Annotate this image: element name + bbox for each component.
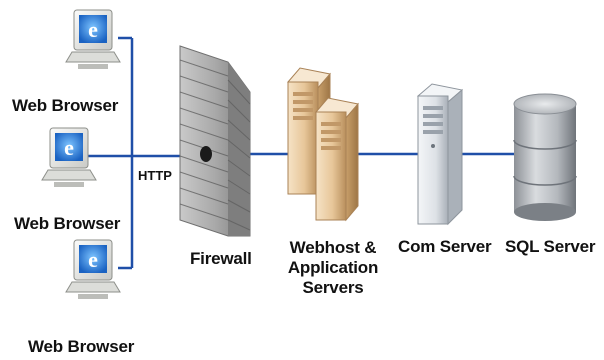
webhost-label-line-3: Servers [302,278,364,297]
firewall-label: Firewall [190,249,252,268]
server-tower-icon [287,67,331,196]
connection-lines [84,36,516,270]
webhost-label-line-1: Webhost & [289,238,377,257]
brick-wall-icon [179,45,251,237]
computer-monitor-icon: e [65,239,121,299]
sql-server-label: SQL Server [505,237,596,256]
database-cylinder-icon [513,93,577,221]
webhost-label: Webhost & Application Servers [278,238,388,298]
svg-text:e: e [88,17,98,42]
web-browser-label: Web Browser [14,214,121,233]
server-tower-icon [315,97,359,222]
computer-monitor-icon: e [65,9,121,69]
com-server-label: Com Server [398,237,492,256]
server-tower-icon [416,83,464,226]
http-protocol-label: HTTP [138,168,172,183]
webhost-label-line-2: Application [287,258,379,277]
web-browser-label: Web Browser [28,337,135,356]
svg-text:e: e [88,247,98,272]
computer-monitor-icon: e [41,127,97,187]
svg-text:e: e [64,135,74,160]
web-browser-label: Web Browser [12,96,119,115]
